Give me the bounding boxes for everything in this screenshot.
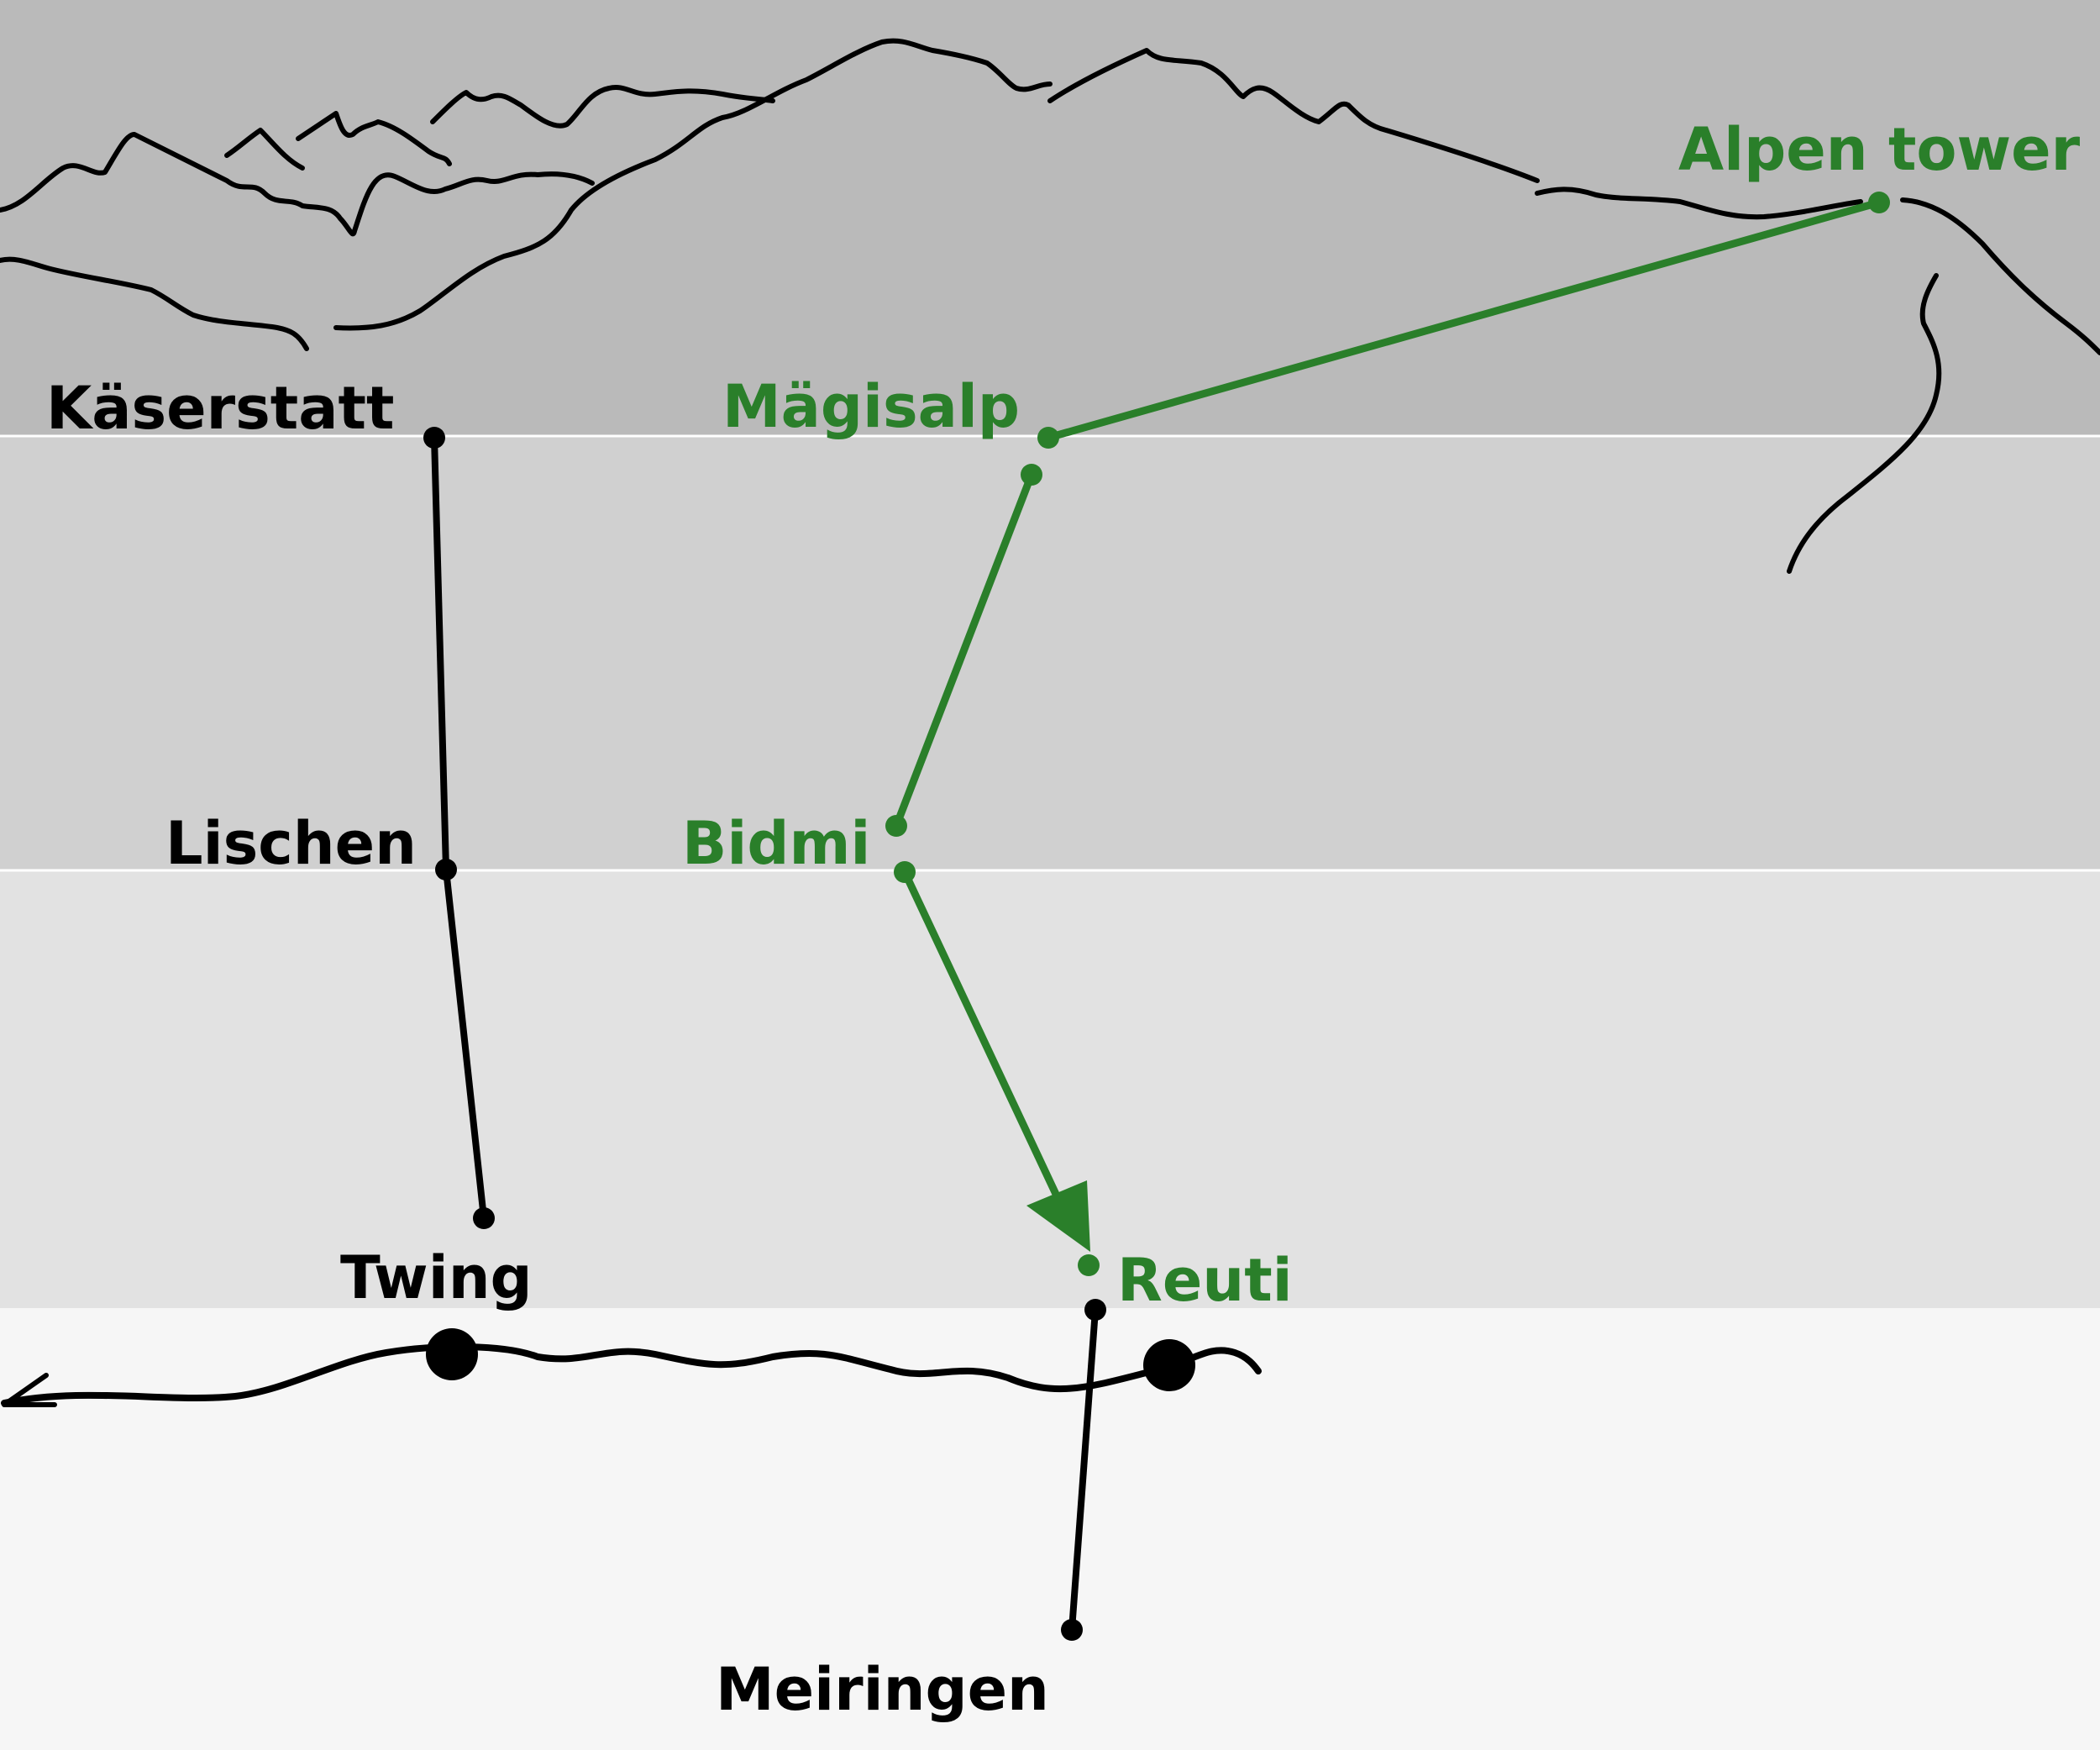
station-label-alpen-tower: Alpen tower <box>1678 115 2081 184</box>
river-flow-arrow-icon <box>2 1373 57 1407</box>
station-label-maegisalp: Mägisalp <box>722 372 1020 441</box>
station-label-kaeserstatt: Käserstatt <box>46 374 394 443</box>
station-dot <box>435 859 457 880</box>
station-label-twing: Twing <box>340 1243 533 1312</box>
river <box>1 1328 1262 1407</box>
station-dot <box>1061 1619 1083 1641</box>
station-label-lischen: Lischen <box>165 809 417 878</box>
river-town-marker <box>1143 1339 1195 1391</box>
station-dot <box>423 427 445 449</box>
station-label-reuti: Reuti <box>1117 1246 1293 1315</box>
route-alpen-tower-reuti <box>885 192 1890 1276</box>
river-town-marker <box>426 1328 478 1380</box>
station-dot <box>473 1207 495 1229</box>
route-reuti-meiringen <box>1061 1299 1106 1641</box>
altitude-band-bottom <box>0 1308 2100 1750</box>
station-dot <box>1084 1299 1106 1321</box>
station-dot <box>1037 427 1059 449</box>
altitude-band-upper <box>0 437 2100 870</box>
station-dot <box>894 861 916 883</box>
station-dot <box>1021 464 1042 486</box>
station-dot <box>885 815 907 837</box>
route-kaeserstatt-twing <box>423 427 495 1229</box>
station-dot <box>1868 192 1890 213</box>
altitude-band-lower <box>0 871 2100 1308</box>
direction-arrow-icon <box>1026 1180 1090 1252</box>
station-dot <box>1078 1254 1100 1276</box>
station-label-meiringen: Meiringen <box>716 1655 1049 1724</box>
station-label-bidmi: Bidmi <box>682 809 870 878</box>
mountain-skyline <box>0 38 2100 574</box>
altitude-band-top <box>0 0 2100 435</box>
